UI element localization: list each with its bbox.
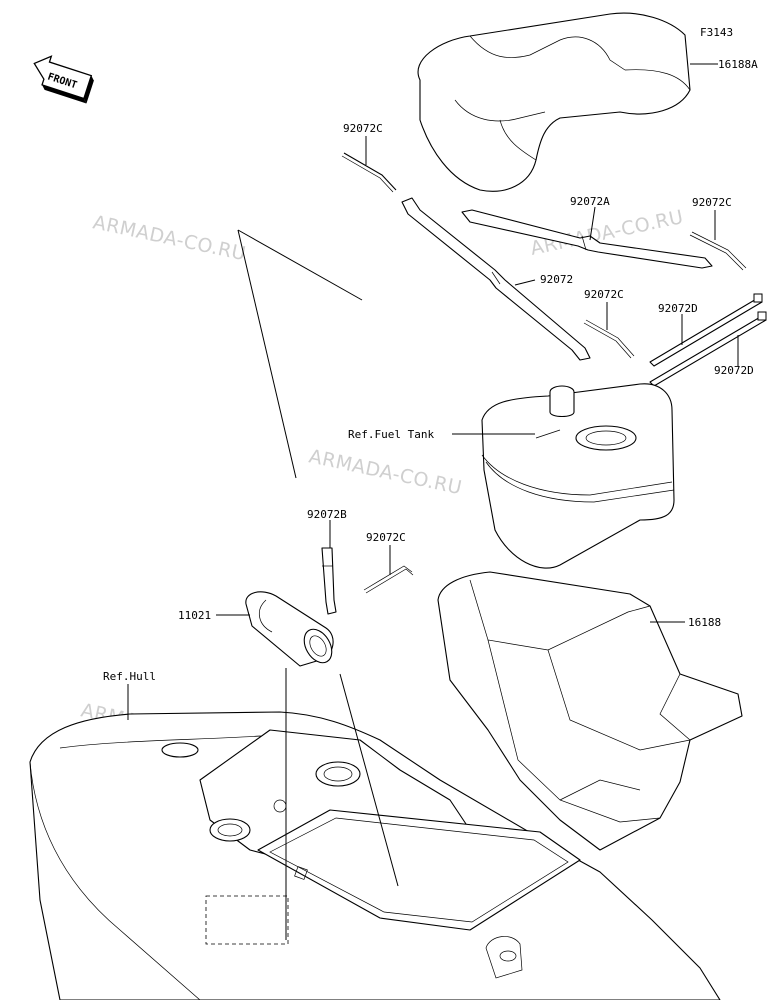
seat-pan-part[interactable] <box>437 571 743 851</box>
callout-band-c1: 92072C <box>343 122 383 135</box>
strap-b[interactable] <box>321 547 337 615</box>
callout-strap-main: 92072 <box>540 273 573 286</box>
strap-a[interactable] <box>461 209 713 269</box>
figure-code: F3143 <box>700 26 733 39</box>
callout-tie-d2: 92072D <box>714 364 754 377</box>
seat-cover-part[interactable] <box>417 12 691 192</box>
callout-tie-d1: 92072D <box>658 302 698 315</box>
callout-band-c3: 92072C <box>584 288 624 301</box>
filter-part[interactable] <box>245 591 338 668</box>
tie-d-upper[interactable] <box>649 293 763 367</box>
front-arrow-icon: FRONT <box>33 55 94 104</box>
band-c-lower[interactable] <box>363 565 414 594</box>
callout-seat-pan: 16188 <box>688 616 721 629</box>
strap-main[interactable] <box>401 197 591 361</box>
band-c-middle[interactable] <box>583 319 635 359</box>
callout-band-c4: 92072C <box>366 531 406 544</box>
hull-part[interactable] <box>29 711 721 1000</box>
callout-seat-cover: 16188A <box>718 58 758 71</box>
callout-filter: 11021 <box>178 609 211 622</box>
watermark-1: ARMADA-CO.RU <box>91 211 248 265</box>
callout-strap-a: 92072A <box>570 195 610 208</box>
watermark-3: ARMADA-CO.RU <box>307 445 464 499</box>
fuel-tank-part[interactable] <box>481 383 675 569</box>
callout-strap-b: 92072B <box>307 508 347 521</box>
callout-band-c2: 92072C <box>692 196 732 209</box>
callout-hull: Ref.Hull <box>103 670 156 683</box>
callout-fuel-tank: Ref.Fuel Tank <box>348 428 434 441</box>
band-c-top-right[interactable] <box>689 231 747 271</box>
hull-hidden-outline <box>205 895 289 945</box>
band-c-top-left[interactable] <box>341 152 397 193</box>
leader-lines <box>237 229 399 940</box>
